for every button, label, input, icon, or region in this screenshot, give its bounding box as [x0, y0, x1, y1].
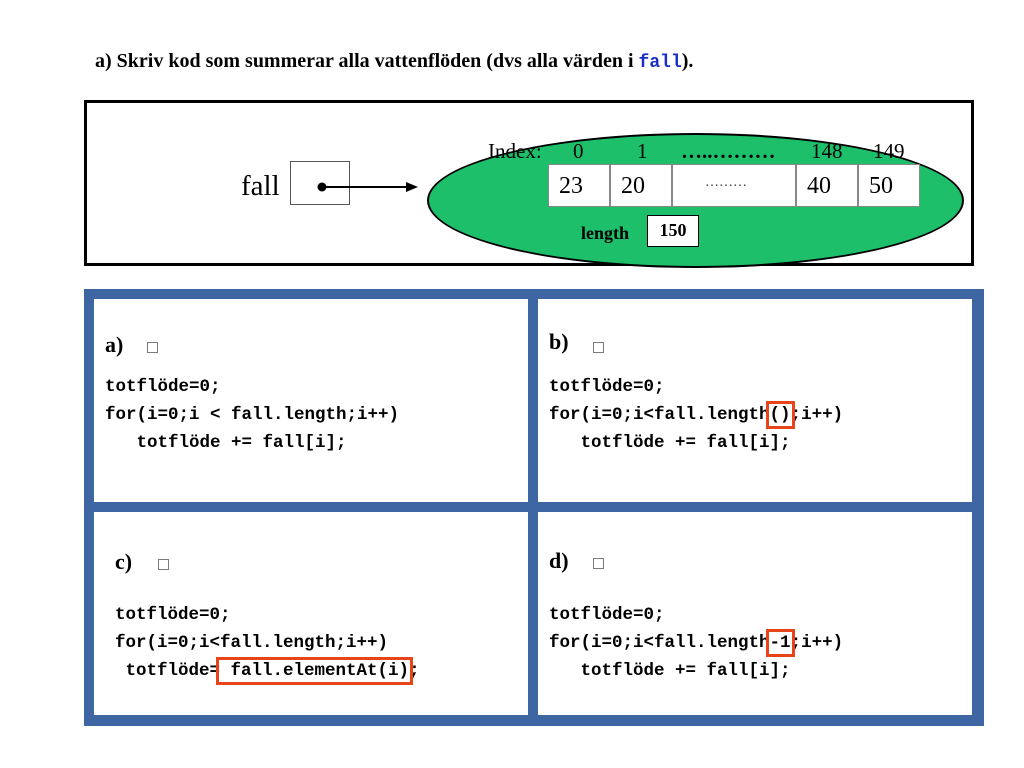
index-1: 1 — [637, 139, 648, 163]
question-suffix: ). — [681, 50, 694, 72]
code-fragment: ;i++) — [790, 633, 844, 653]
code-line: totflöde=0; — [105, 377, 221, 397]
index-149: 149 — [873, 139, 905, 163]
checkbox-a[interactable] — [147, 342, 158, 353]
option-d[interactable]: d) totflöde=0; for(i=0;i<fall.length-1;i+… — [538, 512, 972, 715]
code-line: for(i=0;i<fall.length();i++) — [549, 401, 843, 429]
code-line: for(i=0;i<fall.length;i++) — [115, 633, 389, 653]
code-line: for(i=0;i < fall.length;i++) — [105, 405, 400, 425]
option-letter: b) — [549, 329, 569, 354]
code-block: totflöde=0;for(i=0;i<fall.length-1;i++) … — [549, 601, 843, 685]
array-cell-1: 20 — [610, 164, 672, 207]
array-cell-148: 40 — [796, 164, 858, 207]
option-c[interactable]: c) totflöde=0; for(i=0;i<fall.length;i++)… — [94, 512, 528, 715]
code-line: totflöde=0; — [549, 605, 665, 625]
code-fragment: totflöde= — [115, 661, 221, 681]
highlighted-error: -1 — [765, 629, 795, 657]
option-letter: d) — [549, 548, 569, 573]
code-fragment: ;i++) — [790, 405, 844, 425]
code-line: totflöde=0; — [115, 605, 231, 625]
code-fragment: for(i=0;i<fall.length — [549, 405, 770, 425]
index-dots: …..……… — [681, 139, 776, 163]
variable-name: fall — [241, 170, 280, 202]
code-block: totflöde=0; for(i=0;i<fall.length;i++) to… — [115, 601, 420, 685]
code-line: totflöde += fall[i]; — [105, 433, 347, 453]
checkbox-c[interactable] — [158, 559, 169, 570]
code-line: totflöde=0; — [549, 377, 665, 397]
code-line: totflöde += fall[i]; — [549, 433, 791, 453]
highlighted-error: fall.elementAt(i) — [216, 657, 414, 685]
highlighted-error: () — [765, 401, 795, 429]
array-cell-0: 23 — [548, 164, 610, 207]
arrow-head — [406, 182, 418, 192]
code-line: totflöde= fall.elementAt(i); — [115, 657, 420, 685]
option-b[interactable]: b) totflöde=0; for(i=0;i<fall.length();i+… — [538, 299, 972, 502]
checkbox-b[interactable] — [593, 342, 604, 353]
question-heading: a) Skriv kod som summerar alla vattenflö… — [95, 50, 693, 73]
code-fragment: for(i=0;i<fall.length — [549, 633, 770, 653]
array-cell-dots: ……… — [672, 164, 796, 207]
code-line: for(i=0;i<fall.length-1;i++) — [549, 629, 843, 657]
checkbox-d[interactable] — [593, 558, 604, 569]
length-value: 150 — [647, 215, 699, 247]
code-block: totflöde=0;for(i=0;i < fall.length;i++) … — [105, 373, 399, 457]
question-prefix: a) Skriv kod som summerar alla vattenflö… — [95, 50, 639, 72]
option-letter: c) — [115, 549, 133, 574]
option-a[interactable]: a) totflöde=0; for(i=0;i < fall.length;i+… — [94, 299, 528, 502]
code-fragment: ; — [409, 661, 420, 681]
index-148: 148 — [811, 139, 843, 163]
index-label: Index: — [488, 139, 542, 163]
code-block: totflöde=0;for(i=0;i<fall.length();i++) … — [549, 373, 843, 457]
length-label: length — [581, 223, 630, 243]
reference-arrow — [317, 182, 418, 192]
question-code-word: fall — [638, 53, 682, 73]
index-0: 0 — [573, 139, 584, 163]
options-frame: a) totflöde=0; for(i=0;i < fall.length;i+… — [84, 289, 984, 726]
option-letter: a) — [105, 332, 124, 357]
array-cell-149: 50 — [858, 164, 920, 207]
code-line: totflöde += fall[i]; — [549, 661, 791, 681]
